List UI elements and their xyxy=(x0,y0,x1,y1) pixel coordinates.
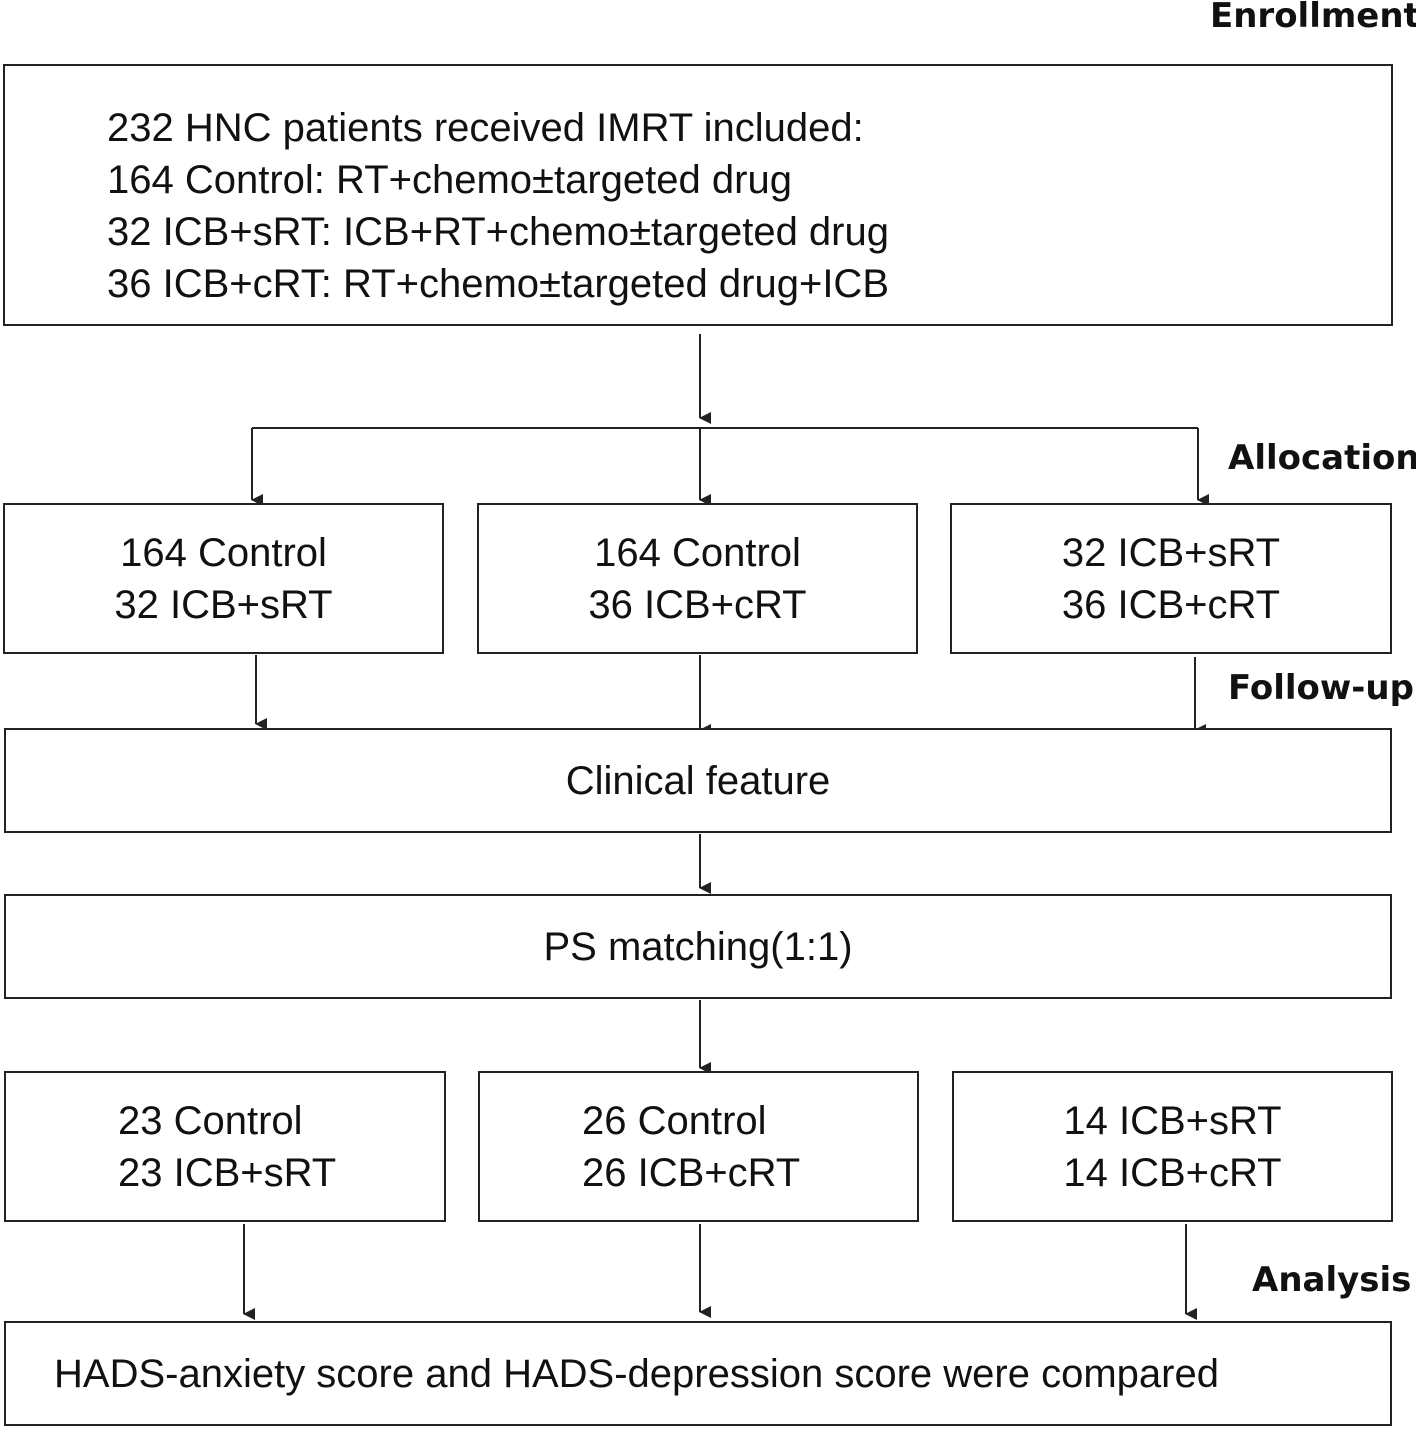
clinical-feature-box: Clinical feature xyxy=(4,728,1392,833)
matched-box-3-line1: 14 ICB+sRT xyxy=(1063,1098,1282,1143)
analysis-box: HADS-anxiety score and HADS-depression s… xyxy=(4,1321,1392,1426)
ps-matching-box: PS matching(1:1) xyxy=(4,894,1392,999)
allocation-box-3-line1: 32 ICB+sRT xyxy=(1061,530,1281,575)
allocation-box-1-line1: 164 Control xyxy=(120,530,327,575)
stage-label-follow-up: Follow-up xyxy=(1228,668,1414,708)
matched-box-2-line2: 26 ICB+cRT xyxy=(582,1150,801,1195)
enrollment-box: 232 HNC patients received IMRT included:… xyxy=(3,64,1393,326)
ps-matching-label: PS matching(1:1) xyxy=(543,924,853,969)
clinical-feature-label: Clinical feature xyxy=(565,758,831,803)
stage-label-enrollment: Enrollment xyxy=(1210,0,1416,36)
stage-label-analysis: Analysis xyxy=(1252,1260,1412,1300)
stage-label-allocation: Allocation xyxy=(1228,438,1416,478)
matched-box-3-line2: 14 ICB+cRT xyxy=(1063,1150,1282,1195)
matched-box-1: 23 Control 23 ICB+sRT xyxy=(4,1071,446,1222)
allocation-box-1: 164 Control 32 ICB+sRT xyxy=(3,503,444,654)
allocation-box-2: 164 Control 36 ICB+cRT xyxy=(477,503,918,654)
allocation-box-2-line1: 164 Control xyxy=(594,530,801,575)
allocation-box-1-line2: 32 ICB+sRT xyxy=(114,582,333,627)
matched-box-1-line2: 23 ICB+sRT xyxy=(118,1150,337,1195)
allocation-box-2-line2: 36 ICB+cRT xyxy=(588,582,807,627)
matched-box-2-line1: 26 Control xyxy=(582,1098,767,1143)
enrollment-line-icb-srt: 32 ICB+sRT: ICB+RT+chemo±targeted drug xyxy=(107,210,889,254)
analysis-label: HADS-anxiety score and HADS-depression s… xyxy=(54,1351,1219,1396)
matched-box-1-line1: 23 Control xyxy=(118,1098,303,1143)
enrollment-line-icb-crt: 36 ICB+cRT: RT+chemo±targeted drug+ICB xyxy=(107,262,889,306)
allocation-box-3-line2: 36 ICB+cRT xyxy=(1061,582,1281,627)
enrollment-line-total: 232 HNC patients received IMRT included: xyxy=(107,106,864,150)
matched-box-3: 14 ICB+sRT 14 ICB+cRT xyxy=(952,1071,1393,1222)
allocation-box-3: 32 ICB+sRT 36 ICB+cRT xyxy=(950,503,1392,654)
enrollment-line-control: 164 Control: RT+chemo±targeted drug xyxy=(107,158,792,202)
matched-box-2: 26 Control 26 ICB+cRT xyxy=(478,1071,919,1222)
